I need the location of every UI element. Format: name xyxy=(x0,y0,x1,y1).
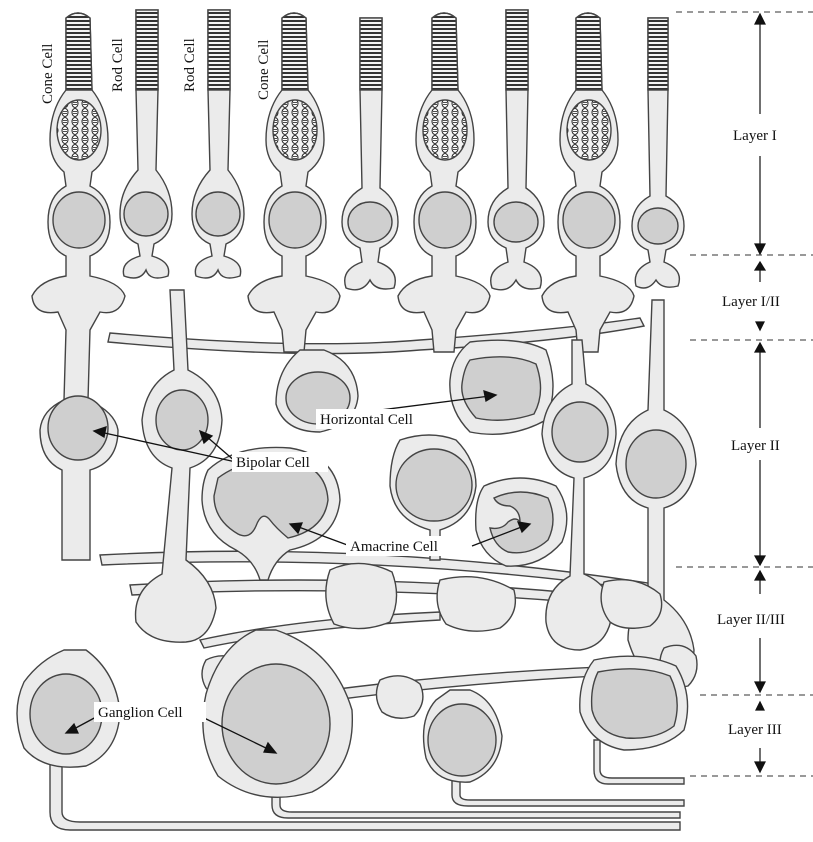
layer-label-4: Layer II/III xyxy=(717,612,785,628)
horizontal-cell-right xyxy=(450,340,553,434)
bipolar-cell-right-2 xyxy=(616,300,696,690)
horizontal-cell-label: Horizontal Cell xyxy=(320,412,413,428)
rod-cell-5 xyxy=(632,18,684,288)
rod-cell-3 xyxy=(342,18,398,290)
cone-cell-label-1: Cone Cell xyxy=(40,44,56,104)
bipolar-cell-label: Bipolar Cell xyxy=(236,455,310,471)
rod-cell-label-1: Rod Cell xyxy=(110,38,126,92)
ganglion-cell-middle xyxy=(424,690,502,782)
ganglion-cell-center xyxy=(203,630,352,797)
rod-cell-2 xyxy=(192,10,244,278)
layer-label-2: Layer I/II xyxy=(722,294,780,310)
cone-cell-3 xyxy=(398,13,490,352)
ganglion-axons xyxy=(50,740,684,830)
layer-label-5: Layer III xyxy=(728,722,782,738)
cone-cell-4 xyxy=(542,13,634,352)
rod-cell-1 xyxy=(120,10,172,278)
layer-label-1: Layer I xyxy=(733,128,777,144)
rod-cell-4 xyxy=(488,10,544,290)
amacrine-cell-label: Amacrine Cell xyxy=(350,539,438,555)
cone-cell-label-2: Cone Cell xyxy=(256,40,272,100)
ganglion-cell-right xyxy=(580,656,688,750)
rod-cell-label-2: Rod Cell xyxy=(182,38,198,92)
ganglion-cell-label: Ganglion Cell xyxy=(98,705,183,721)
layer-label-3: Layer II xyxy=(731,438,780,454)
